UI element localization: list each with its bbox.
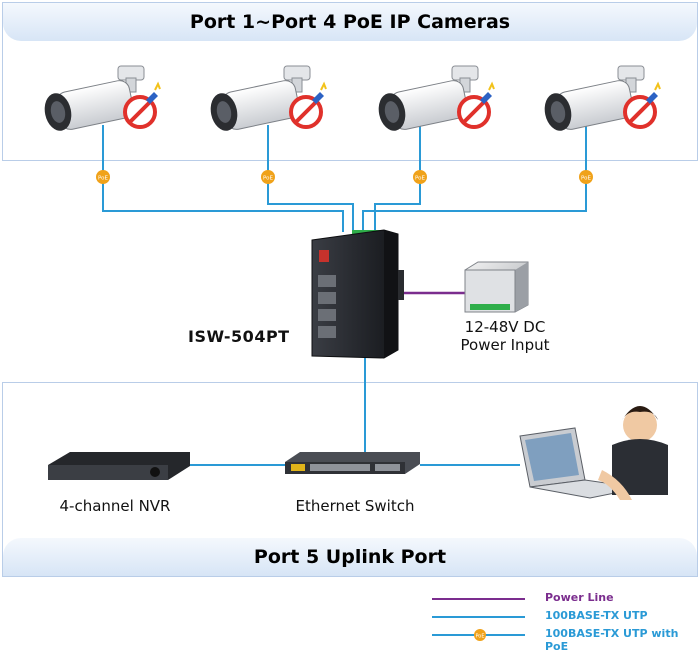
- nvr-label: 4-channel NVR: [59, 497, 171, 515]
- ip-camera-icon: [378, 65, 495, 131]
- poe-badge-text: PoE: [581, 176, 591, 182]
- switch-model-label: ISW-504PT: [188, 327, 290, 346]
- legend-power-line-label: Power Line: [545, 591, 614, 604]
- ip-camera-icon: [44, 65, 161, 131]
- uplink-cables: [188, 358, 520, 466]
- camera-4-cable: [362, 125, 587, 232]
- poe-badge-4: PoE: [579, 170, 593, 184]
- poe-badge-text: PoE: [415, 176, 425, 182]
- ethernet-switch-label: Ethernet Switch: [295, 497, 415, 515]
- ip-cameras: [44, 65, 661, 131]
- camera-2-cable: [267, 125, 354, 232]
- power-input-label: 12-48V DC Power Input: [440, 318, 570, 354]
- cameras-title: Port 1~Port 4 PoE IP Cameras: [3, 3, 697, 41]
- poe-badge-text: PoE: [98, 176, 108, 182]
- poe-badges: PoE PoE PoE PoE: [96, 170, 593, 184]
- ethernet-switch-icon: [285, 452, 420, 474]
- poe-badge-1: PoE: [96, 170, 110, 184]
- power-supply-icon: [464, 261, 529, 313]
- camera-3-cable: [374, 125, 421, 232]
- poe-badge-text: PoE: [263, 176, 273, 182]
- legend-utp-label: 100BASE-TX UTP: [545, 609, 648, 622]
- power-input-line-1: 12-48V DC: [464, 318, 546, 336]
- poe-badge-2: PoE: [261, 170, 275, 184]
- camera-cables: [102, 125, 587, 232]
- isw-504pt-switch-icon: [311, 229, 404, 359]
- ip-camera-icon: [210, 65, 327, 131]
- legend-poe-badge: [474, 629, 486, 641]
- legend-utp-poe-label: 100BASE-TX UTP with PoE: [545, 627, 679, 653]
- poe-badge-text: PoE: [475, 634, 484, 640]
- uplink-title: Port 5 Uplink Port: [3, 538, 697, 576]
- laptop-user-icon: [519, 406, 668, 500]
- ip-camera-icon: [544, 65, 661, 131]
- nvr-icon: [48, 452, 190, 480]
- camera-1-cable: [102, 125, 344, 232]
- power-input-line-2: Power Input: [460, 336, 550, 354]
- poe-badge-3: PoE: [413, 170, 427, 184]
- legend: PoE: [432, 598, 525, 641]
